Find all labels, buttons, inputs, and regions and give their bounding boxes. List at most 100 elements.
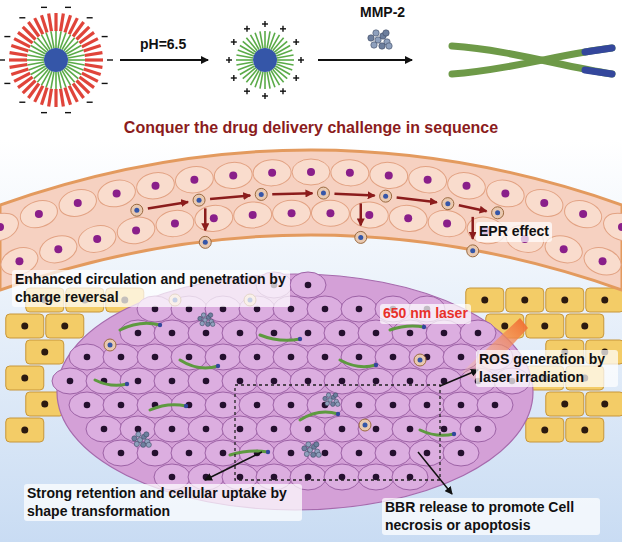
charge-sign <box>87 17 93 18</box>
mmp2-enzyme <box>371 42 377 48</box>
polymer-chain <box>264 72 266 89</box>
cell-nucleus <box>135 378 142 385</box>
drug-core <box>203 240 208 245</box>
endothelial-cell <box>154 208 196 240</box>
nanofiber-end <box>452 432 456 436</box>
normal-cell <box>46 314 84 338</box>
nanoparticle <box>199 236 211 248</box>
drug-core <box>470 248 475 253</box>
mmp2-enzyme <box>383 30 389 36</box>
tumor-cell <box>188 320 224 346</box>
tumor-cell <box>154 320 190 346</box>
tumor-cell <box>273 440 309 466</box>
endothelial-cell <box>0 208 22 245</box>
polymer-chain <box>236 59 253 61</box>
nanofiber <box>95 380 127 385</box>
endothelial-cell <box>426 208 468 240</box>
cell-nucleus <box>458 402 465 409</box>
polymer-chain <box>27 62 44 65</box>
mmp2-enzyme <box>386 43 392 49</box>
cell-nucleus <box>254 354 261 361</box>
drug-core <box>418 358 423 363</box>
cell-nucleus <box>15 257 23 265</box>
cell-nucleus <box>521 297 528 304</box>
cell-nucleus <box>390 354 397 361</box>
shell-chain <box>84 45 101 51</box>
extravasation-arrow <box>360 203 363 225</box>
normal-cell <box>526 314 564 338</box>
cell-nucleus <box>152 450 159 457</box>
tumor-cell <box>426 416 462 442</box>
nanofiber-end <box>422 325 426 329</box>
charge-sign <box>102 36 108 37</box>
charge-sign <box>4 83 10 84</box>
shell-chain <box>61 14 64 32</box>
shell-chain <box>85 58 103 61</box>
charge-sign <box>65 112 71 113</box>
tumor-cell <box>222 416 258 442</box>
shell-chain <box>54 13 57 31</box>
nanofiber <box>230 451 268 455</box>
polymer-chain <box>51 31 54 48</box>
tumor-cell <box>307 440 343 466</box>
tumor-cell <box>392 368 428 394</box>
step-arrow <box>120 59 208 61</box>
cell-nucleus <box>373 426 380 433</box>
flow-arrow <box>148 202 188 208</box>
cell-nucleus <box>118 450 125 457</box>
cell-nucleus <box>169 426 176 433</box>
cell-nucleus <box>305 282 312 289</box>
charge-sign <box>4 36 10 37</box>
tumor-cell <box>86 416 122 442</box>
cell-nucleus <box>21 375 28 382</box>
cell-nucleus <box>305 474 312 481</box>
background-gradient <box>0 140 622 542</box>
cell-nucleus <box>579 210 587 218</box>
drug-core <box>445 201 450 206</box>
drug-core <box>495 210 500 215</box>
cell-nucleus <box>601 297 608 304</box>
cell-nucleus <box>118 354 125 361</box>
cell-nucleus <box>21 427 28 434</box>
cell-nucleus <box>463 182 471 190</box>
shell-chain <box>54 89 57 107</box>
normal-cell <box>566 314 604 338</box>
mmp2-enzyme <box>326 393 330 397</box>
tumor-cell <box>239 344 275 370</box>
nanofiber-end <box>374 363 378 367</box>
nanofiber <box>420 430 454 435</box>
charge-sign <box>295 39 296 45</box>
cell-nucleus <box>288 354 295 361</box>
cell-nucleus <box>618 223 622 231</box>
tumor-cell <box>341 344 377 370</box>
cell-nucleus <box>305 330 312 337</box>
cell-nucleus <box>132 226 140 234</box>
nanofiber <box>452 48 612 74</box>
tumor-tissue <box>52 272 533 510</box>
endothelial-cell <box>135 170 177 202</box>
tumor-cell <box>120 416 156 442</box>
cell-nucleus <box>322 450 329 457</box>
charge-sign <box>87 102 93 103</box>
nanoparticle <box>193 194 205 206</box>
cell-nucleus <box>249 211 257 219</box>
cell-nucleus <box>237 378 244 385</box>
cell-nucleus <box>190 176 198 184</box>
cell-nucleus <box>339 378 346 385</box>
shell-chain <box>65 88 71 105</box>
cell-nucleus <box>356 402 363 409</box>
tumor-cell <box>358 464 394 490</box>
normal-cell <box>586 392 622 416</box>
shell-chain <box>61 89 64 107</box>
cell-nucleus <box>492 402 499 409</box>
cell-nucleus <box>339 330 346 337</box>
mmp2-enzyme <box>306 442 311 447</box>
tumor-cell <box>409 344 445 370</box>
tumor-cell <box>341 296 377 322</box>
tumor-cell <box>341 392 377 418</box>
cell-nucleus <box>169 474 176 481</box>
cell-nucleus <box>135 330 142 337</box>
cell-nucleus <box>254 402 261 409</box>
tumor-cell <box>324 416 360 442</box>
cell-nucleus <box>305 378 312 385</box>
